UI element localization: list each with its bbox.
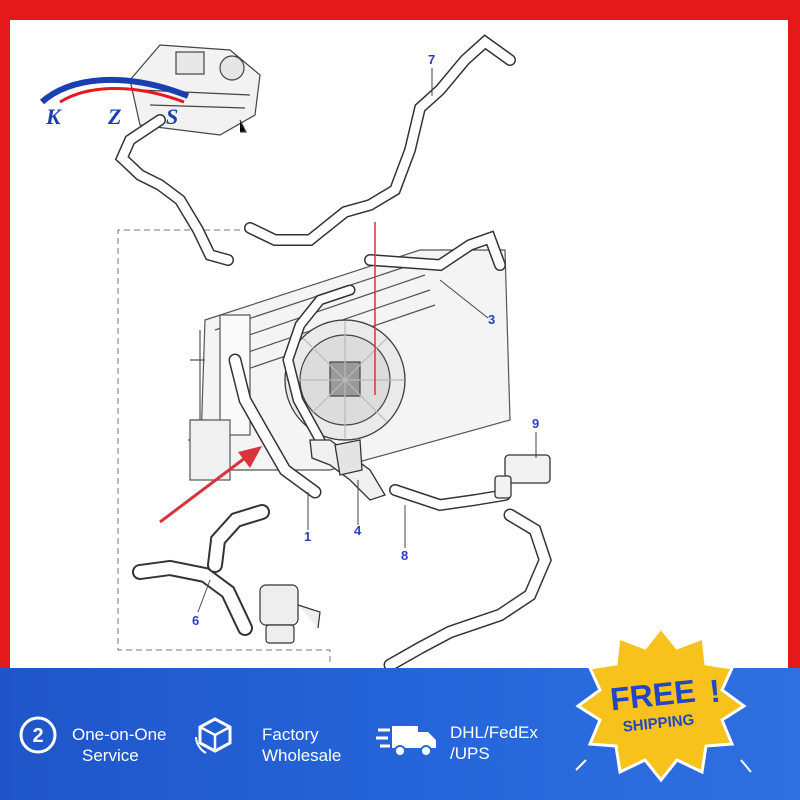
car-swoosh-icon (39, 76, 190, 105)
cooling-fan (284, 319, 406, 441)
callout-1: 1 (304, 529, 311, 544)
heater-pipe (494, 454, 551, 499)
badge-exclamation: ! (708, 673, 722, 710)
feature-one-on-one-service: One-on-One Service (72, 725, 167, 765)
delivery-truck-icon (376, 726, 436, 757)
red-frame-right (788, 0, 800, 680)
callout-7: 7 (428, 52, 435, 67)
brand-letter-k: K (46, 104, 61, 129)
svg-text:2: 2 (32, 725, 43, 747)
coolant-hose-diagram: 7 3 9 1 4 8 6 (114, 34, 552, 672)
sensor-housing (259, 584, 321, 644)
feature-factory-wholesale: Factory Wholesale (262, 725, 342, 765)
feature-dhl-fedex-ups: DHL/FedEx /UPS (450, 723, 538, 763)
callout-8: 8 (401, 548, 408, 563)
free-shipping-badge: FREE ! SHIPPING (575, 625, 752, 783)
callout-6: 6 (192, 613, 199, 628)
two-badge-icon: 2 (19, 716, 57, 754)
package-icon (195, 717, 232, 754)
assembly-boundary (117, 229, 331, 665)
hoses (114, 34, 552, 672)
brand-letter-s: S (166, 104, 179, 129)
callout-4: 4 (354, 523, 362, 538)
brand-letter-z: Z (108, 104, 122, 129)
red-frame-left (0, 0, 10, 680)
badge-free-text: FREE (609, 673, 698, 718)
callout-3: 3 (488, 312, 495, 327)
leader-lines (197, 68, 537, 613)
coolant-outlet-housing (309, 439, 386, 501)
red-arrow-indicator (159, 446, 262, 524)
red-frame-top (0, 0, 800, 20)
callout-9: 9 (532, 416, 539, 431)
